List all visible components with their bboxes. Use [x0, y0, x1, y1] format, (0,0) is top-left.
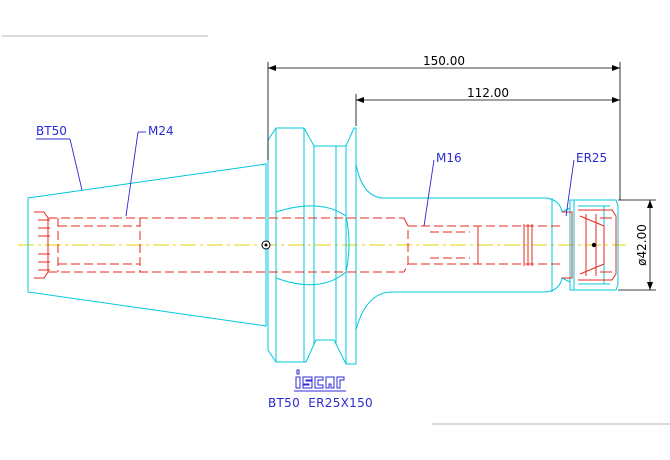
- label-m16-text: M16: [436, 151, 462, 165]
- center-mark-right: [591, 242, 597, 248]
- label-thread-large: M24: [125, 124, 174, 217]
- dim-shank-length: 112.00: [467, 86, 509, 100]
- dim-overall-length: 150.00: [423, 54, 465, 68]
- label-m24-text: M24: [148, 124, 174, 138]
- dimension-shank: 112.00: [355, 86, 620, 126]
- label-taper: BT50: [36, 124, 83, 191]
- dimension-overall: 150.00: [267, 54, 621, 200]
- caption: BT50 ER25X150: [268, 396, 373, 410]
- logo-text: iscar: [0, 0, 3, 1]
- iscar-logo: iscar: [0, 0, 346, 392]
- dimension-diameter: ø42.00: [618, 199, 656, 291]
- label-collet: ER25: [565, 151, 607, 217]
- label-thread-small: M16: [423, 151, 462, 227]
- label-er25-text: ER25: [576, 151, 607, 165]
- tool-holder-body: [27, 127, 619, 365]
- dim-diameter: ø42.00: [635, 224, 649, 266]
- label-taper-text: BT50: [36, 124, 67, 138]
